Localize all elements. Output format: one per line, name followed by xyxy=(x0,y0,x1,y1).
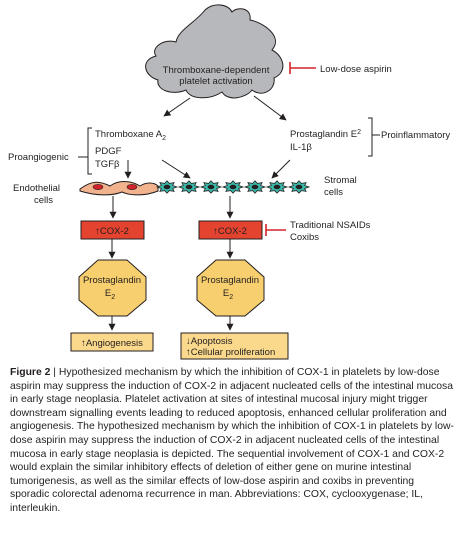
arrow-platelet-to-proinflammatory xyxy=(253,95,287,121)
endothelial-nucleus xyxy=(92,184,104,190)
prostaglandin-left-line2: E2 xyxy=(105,288,115,301)
stromal-nucleus xyxy=(295,184,303,190)
figure-caption-label: Figure 2 xyxy=(10,367,51,378)
platelet-label-line1: Thromboxane-dependent xyxy=(163,65,270,76)
low-dose-aspirin-inhibitor: Low-dose aspirin xyxy=(289,62,392,75)
cox2-left-box: ↑COX-2 xyxy=(80,220,145,240)
platelet-label-line2: platelet activation xyxy=(179,76,252,87)
stromal-nucleus xyxy=(229,184,237,190)
mechanism-diagram: Thromboxane-dependent platelet activatio… xyxy=(8,4,450,360)
proinflammatory-bracket xyxy=(368,117,373,157)
stromal-nucleus xyxy=(163,184,171,190)
nsaids-label-line1: Traditional NSAIDs xyxy=(290,220,371,231)
pdgf-label: PDGF xyxy=(95,146,122,157)
proangiogenic-label: Proangiogenic xyxy=(8,152,69,163)
endothelial-cells: Endothelial cells xyxy=(13,181,159,206)
proangiogenic-group: Proangiogenic Thromboxane A2 PDGF TGFβ xyxy=(8,127,166,175)
apoptosis-proliferation-box: ↓Apoptosis ↑Cellular proliferation xyxy=(180,332,289,360)
angiogenesis-label: ↑Angiogenesis xyxy=(81,338,143,349)
angiogenesis-rect xyxy=(70,332,154,352)
proinflammatory-group: Prostaglandin E2 IL-1β Proinflammatory xyxy=(290,117,450,157)
prostaglandin-e2-label: Prostaglandin E2 xyxy=(290,129,361,140)
proliferation-label: ↑Cellular proliferation xyxy=(186,347,275,358)
prostaglandin-left: Prostaglandin E2 xyxy=(78,259,147,317)
angiogenesis-box: ↑Angiogenesis xyxy=(70,332,154,352)
nsaids-inhibitor: Traditional NSAIDs Coxibs xyxy=(265,220,371,243)
figure-caption-text: | Hypothesized mechanism by which the in… xyxy=(10,367,454,514)
proangiogenic-bracket xyxy=(87,127,92,175)
apoptosis-proliferation-rect xyxy=(180,332,289,360)
stromal-cells xyxy=(155,180,311,194)
nsaids-label-line2: Coxibs xyxy=(290,232,319,243)
endothelial-label-line1: Endothelial xyxy=(13,183,60,194)
apoptosis-label: ↓Apoptosis xyxy=(186,336,233,347)
prostaglandin-right: Prostaglandin E2 xyxy=(196,259,265,317)
stromal-label-line1: Stromal xyxy=(324,175,357,186)
endothelial-cell-shape xyxy=(79,181,159,196)
prostaglandin-right-shape xyxy=(196,259,265,317)
figure-caption: Figure 2 | Hypothesized mechanism by whi… xyxy=(10,366,454,516)
cox2-right-label: ↑COX-2 xyxy=(213,226,247,237)
thromboxane-a2-label: Thromboxane A2 xyxy=(95,129,166,142)
cox2-right-box: ↑COX-2 xyxy=(198,220,263,240)
proinflammatory-label: Proinflammatory xyxy=(381,130,450,141)
il1b-label: IL-1β xyxy=(290,142,312,153)
platelet-node: Thromboxane-dependent platelet activatio… xyxy=(145,4,284,99)
tgfb-label: TGFβ xyxy=(95,159,120,170)
platelet-shape xyxy=(145,4,284,99)
endothelial-nucleus xyxy=(126,184,138,190)
prostaglandin-right-line1: Prostaglandin xyxy=(201,275,259,286)
arrow-platelet-to-proangiogenic xyxy=(163,97,191,117)
arrow-proangiogenic-to-stromal xyxy=(161,159,191,179)
stromal-nucleus xyxy=(207,184,215,190)
stromal-nucleus xyxy=(273,184,281,190)
arrow-proinflammatory-to-stromal xyxy=(271,159,291,179)
stromal-nucleus xyxy=(251,184,259,190)
stromal-nucleus xyxy=(185,184,193,190)
endothelial-label-line2: cells xyxy=(34,195,53,206)
cox2-left-label: ↑COX-2 xyxy=(95,226,129,237)
low-dose-aspirin-label: Low-dose aspirin xyxy=(320,64,392,75)
prostaglandin-left-shape xyxy=(78,259,147,317)
prostaglandin-right-line2: E2 xyxy=(223,288,233,301)
prostaglandin-left-line1: Prostaglandin xyxy=(83,275,141,286)
stromal-label-line2: cells xyxy=(324,187,343,198)
